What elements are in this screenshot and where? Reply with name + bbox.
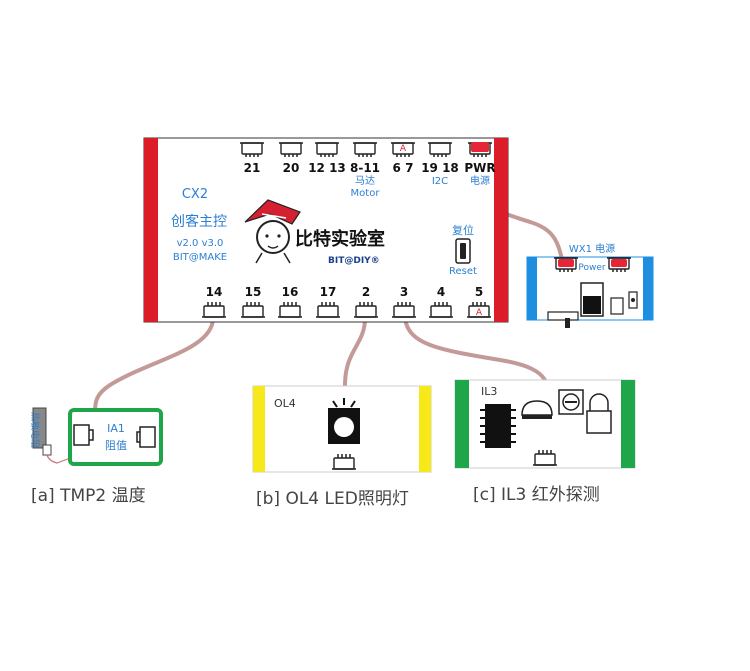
port-label-6-7: 6 7: [393, 161, 414, 175]
wire-14-to-ia1: [93, 316, 215, 414]
ic-chip-icon: [480, 404, 516, 448]
analog-mark-bottom: A: [476, 308, 483, 318]
il3-tag: IL3: [481, 385, 497, 398]
reset-en-label: Reset: [449, 266, 477, 277]
caption-b: [b] OL4 LED照明灯: [256, 489, 409, 509]
power-cn-label: 电源: [470, 174, 490, 187]
power-module-sub: Power: [578, 263, 606, 273]
port-label-4: 4: [437, 285, 445, 299]
i2c-label: I2C: [432, 176, 448, 187]
port-label-16: 16: [282, 285, 299, 299]
ir-sensor-icon: [521, 400, 553, 419]
ia1-resistance: 阻值: [105, 439, 127, 452]
power-module-label: WX1 电源: [569, 242, 615, 255]
board-version: v2.0 v3.0: [177, 238, 224, 249]
potentiometer-icon: [558, 389, 584, 415]
reset-cn-label: 复位: [452, 223, 474, 237]
port-label-14: 14: [206, 285, 223, 299]
port-label-19-18: 19 18: [421, 161, 459, 175]
board-right-strip: [494, 138, 508, 322]
wire-3-to-il3: [403, 316, 547, 382]
port-label-3: 3: [400, 285, 408, 299]
port-label-21: 21: [244, 161, 261, 175]
port-label-12-13: 12 13: [308, 161, 346, 175]
bit-lab-logo: 比特实验室 BIT@DIY®: [244, 199, 385, 266]
analog-mark-top: A: [400, 144, 407, 154]
thermistor-label: 热敏电阻: [29, 412, 41, 448]
svg-text:BIT@DIY®: BIT@DIY®: [328, 256, 380, 266]
led-icon: [328, 398, 360, 444]
port-label-15: 15: [245, 285, 262, 299]
port-label-20: 20: [283, 161, 300, 175]
port-label-pwr: PWR: [464, 161, 495, 175]
port-label-8-11: 8-11: [350, 161, 380, 175]
caption-a: [a] TMP2 温度: [31, 486, 146, 506]
motor-en-label: Motor: [351, 188, 381, 199]
module-a-ia1: 热敏电阻 IA1 阻值: [29, 407, 163, 466]
board-brand: BIT@MAKE: [173, 252, 227, 263]
wire-2-to-ol4: [343, 316, 367, 387]
module-c-il3: IL3: [454, 379, 636, 469]
wires: [93, 172, 564, 414]
main-board: A 21 20 12 13 8-11 6 7 19 18 PWR 马达 Moto…: [143, 137, 509, 323]
svg-text:比特实验室: 比特实验室: [295, 228, 385, 250]
ia1-name: IA1: [107, 422, 125, 435]
ol4-tag: OL4: [274, 397, 296, 410]
board-name: 创客主控: [171, 213, 227, 230]
port-label-17: 17: [320, 285, 337, 299]
port-label-5: 5: [475, 285, 483, 299]
board-model: CX2: [182, 187, 208, 202]
caption-c: [c] IL3 红外探测: [473, 485, 600, 505]
motor-cn-label: 马达: [355, 175, 375, 187]
board-left-strip: [144, 138, 158, 322]
port-label-2: 2: [362, 285, 370, 299]
led-lock-icon: [586, 393, 612, 434]
power-module: WX1 电源 Power: [526, 242, 654, 328]
module-b-ol4: OL4: [252, 385, 432, 473]
